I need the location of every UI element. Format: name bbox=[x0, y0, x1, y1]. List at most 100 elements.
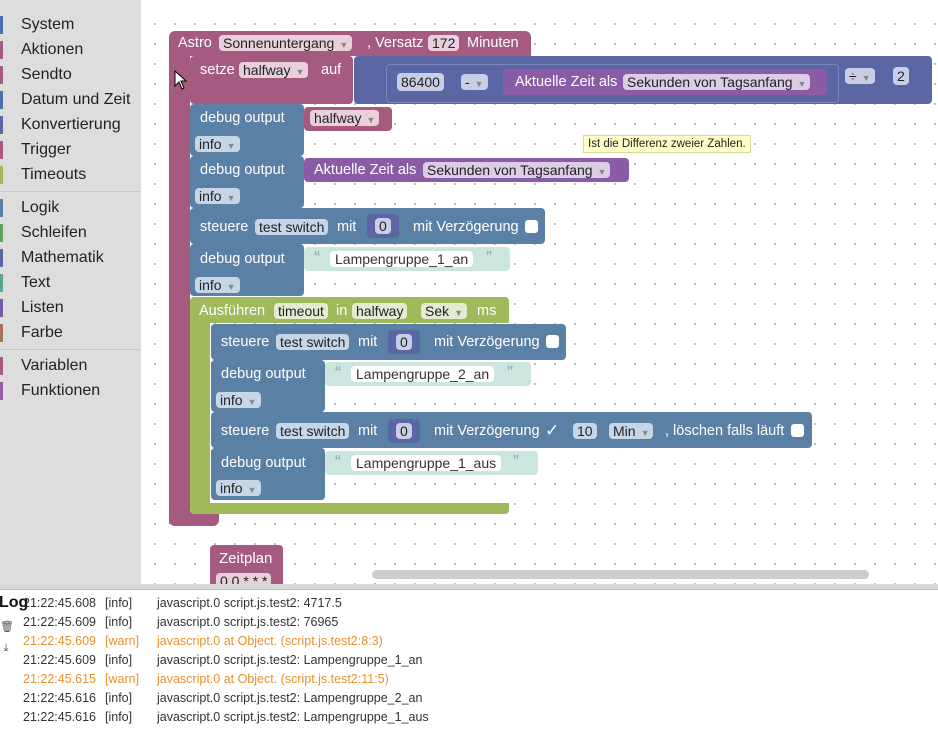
timeout-block-bottom bbox=[190, 503, 509, 514]
checkmark-icon[interactable]: ✓ bbox=[545, 421, 560, 440]
category-logik[interactable]: Logik bbox=[0, 197, 141, 219]
chevron-down-icon: ▼ bbox=[366, 115, 376, 125]
astro-event-dropdown[interactable]: Sonnenuntergang ▼ bbox=[219, 35, 353, 51]
astro-block-spine bbox=[169, 56, 190, 524]
var-dropdown[interactable]: halfway ▼ bbox=[310, 110, 380, 126]
category-konvertierung[interactable]: Konvertierung bbox=[0, 114, 141, 136]
download-icon[interactable]: ⤓ bbox=[3, 642, 9, 654]
mouse-cursor-icon bbox=[174, 70, 188, 90]
log-title: Log bbox=[0, 594, 29, 611]
category-farbe[interactable]: Farbe bbox=[0, 322, 141, 344]
category-label: System bbox=[21, 16, 75, 33]
operator-minus-dropdown[interactable]: -▼ bbox=[461, 74, 488, 90]
category-label: Konvertierung bbox=[21, 116, 121, 133]
log-level-dropdown[interactable]: info▼ bbox=[216, 480, 261, 496]
chevron-down-icon: ▼ bbox=[454, 308, 464, 318]
log-time: 21:22:45.615 bbox=[23, 672, 96, 686]
delay-label: mit Verzögerung bbox=[434, 334, 540, 350]
delay-unit-dropdown[interactable]: Min ▼ bbox=[609, 423, 654, 439]
chevron-down-icon: ▼ bbox=[861, 73, 871, 83]
toolbox-separator bbox=[0, 191, 141, 192]
chevron-down-icon: ▼ bbox=[640, 428, 650, 438]
operator-divide-dropdown[interactable]: ÷▼ bbox=[845, 68, 875, 84]
operator-value: ÷ bbox=[849, 68, 857, 84]
operator-value: - bbox=[465, 74, 470, 90]
log-time: 21:22:45.609 bbox=[23, 653, 96, 667]
current-time-label: Aktuelle Zeit als bbox=[515, 74, 618, 90]
category-mathematik[interactable]: Mathematik bbox=[0, 247, 141, 269]
number-value[interactable]: 0 bbox=[396, 334, 412, 350]
var-value: halfway bbox=[314, 110, 362, 126]
blockly-workspace[interactable]: Astro Sonnenuntergang▼ , Versatz 172 Min… bbox=[141, 10, 938, 584]
number-86400[interactable]: 86400 bbox=[397, 73, 444, 91]
quote-close-icon: ” bbox=[486, 248, 492, 268]
astro-offset-input[interactable]: 172 bbox=[428, 35, 460, 51]
text-value[interactable]: Lampengruppe_1_aus bbox=[351, 455, 502, 471]
delay-checkbox[interactable] bbox=[525, 220, 538, 233]
ms-label: ms bbox=[477, 303, 497, 319]
time-unit-value: Sekunden von Tagsanfang bbox=[427, 162, 593, 178]
time-unit-dropdown[interactable]: Sekunden von Tagsanfang▼ bbox=[623, 74, 811, 90]
log-resize-handle[interactable] bbox=[0, 584, 938, 590]
tooltip: Ist die Differenz zweier Zahlen. bbox=[583, 135, 751, 153]
quote-open-icon: “ bbox=[335, 452, 341, 472]
category-text[interactable]: Text bbox=[0, 272, 141, 294]
number-value[interactable]: 0 bbox=[396, 423, 412, 439]
time-unit-dropdown[interactable]: Sekunden von Tagsanfang ▼ bbox=[423, 162, 611, 178]
category-schleifen[interactable]: Schleifen bbox=[0, 222, 141, 244]
text-value[interactable]: Lampengruppe_1_an bbox=[330, 251, 474, 267]
chevron-down-icon: ▼ bbox=[597, 167, 607, 177]
log-level: [info] bbox=[105, 710, 133, 724]
chevron-down-icon: ▼ bbox=[339, 40, 349, 50]
astro-event-value: Sonnenuntergang bbox=[223, 35, 335, 51]
category-label: Listen bbox=[21, 299, 64, 316]
mit-label: mit bbox=[358, 423, 378, 439]
category-datum-und-zeit[interactable]: Datum und Zeit bbox=[0, 89, 141, 111]
chevron-down-icon: ▼ bbox=[295, 67, 305, 77]
log-message: javascript.0 at Object. (script.js.test2… bbox=[157, 672, 389, 686]
delay-checkbox[interactable] bbox=[546, 335, 559, 348]
steuere-label: steuere bbox=[200, 219, 249, 235]
category-label: Mathematik bbox=[21, 249, 104, 266]
category-system[interactable]: System bbox=[0, 14, 141, 36]
text-value[interactable]: Lampengruppe_2_an bbox=[351, 366, 495, 382]
category-timeouts[interactable]: Timeouts bbox=[0, 164, 141, 186]
setze-var-dropdown[interactable]: halfway▼ bbox=[239, 62, 309, 78]
in-label: in bbox=[336, 303, 348, 319]
category-trigger[interactable]: Trigger bbox=[0, 139, 141, 161]
log-time: 21:22:45.608 bbox=[23, 596, 96, 610]
timeout-var-field[interactable]: halfway bbox=[352, 303, 408, 319]
time-unit-value: Sekunden von Tagsanfang bbox=[627, 74, 793, 90]
log-level-dropdown[interactable]: info▼ bbox=[216, 392, 261, 408]
trash-icon[interactable]: 🗑 bbox=[0, 621, 14, 633]
delay-amount-field[interactable]: 10 bbox=[573, 423, 597, 439]
object-id-field[interactable]: test switch bbox=[276, 334, 350, 350]
log-level-dropdown[interactable]: info▼ bbox=[195, 188, 240, 204]
category-sendto[interactable]: Sendto bbox=[0, 64, 141, 86]
timeout-unit-dropdown[interactable]: Sek▼ bbox=[421, 303, 468, 319]
delay-unit-value: Min bbox=[613, 423, 636, 439]
log-level: [info] bbox=[105, 691, 133, 705]
log-level-value: info bbox=[199, 136, 222, 152]
category-variablen[interactable]: Variablen bbox=[0, 355, 141, 377]
timeout-name-field[interactable]: timeout bbox=[274, 303, 328, 319]
mit-label: mit bbox=[358, 334, 378, 350]
category-listen[interactable]: Listen bbox=[0, 297, 141, 319]
object-id-field[interactable]: test switch bbox=[255, 219, 329, 235]
number-2[interactable]: 2 bbox=[893, 67, 909, 85]
category-aktionen[interactable]: Aktionen bbox=[0, 39, 141, 61]
number-value[interactable]: 0 bbox=[375, 218, 391, 234]
category-funktionen[interactable]: Funktionen bbox=[0, 380, 141, 402]
cron-field[interactable]: 0 0 * * * bbox=[216, 573, 272, 584]
log-level: [warn] bbox=[105, 634, 140, 648]
clear-running-checkbox[interactable] bbox=[791, 424, 804, 437]
horizontal-scrollbar[interactable] bbox=[372, 570, 869, 579]
steuere-label: steuere bbox=[221, 423, 270, 439]
debug-label: debug output bbox=[221, 366, 306, 382]
zeitplan-label: Zeitplan bbox=[219, 550, 273, 567]
log-level-dropdown[interactable]: info▼ bbox=[195, 277, 240, 293]
toolbox-sidebar: System Aktionen Sendto Datum und Zeit Ko… bbox=[0, 0, 141, 584]
log-level-dropdown[interactable]: info▼ bbox=[195, 136, 240, 152]
toolbox-separator bbox=[0, 349, 141, 350]
object-id-field[interactable]: test switch bbox=[276, 423, 350, 439]
